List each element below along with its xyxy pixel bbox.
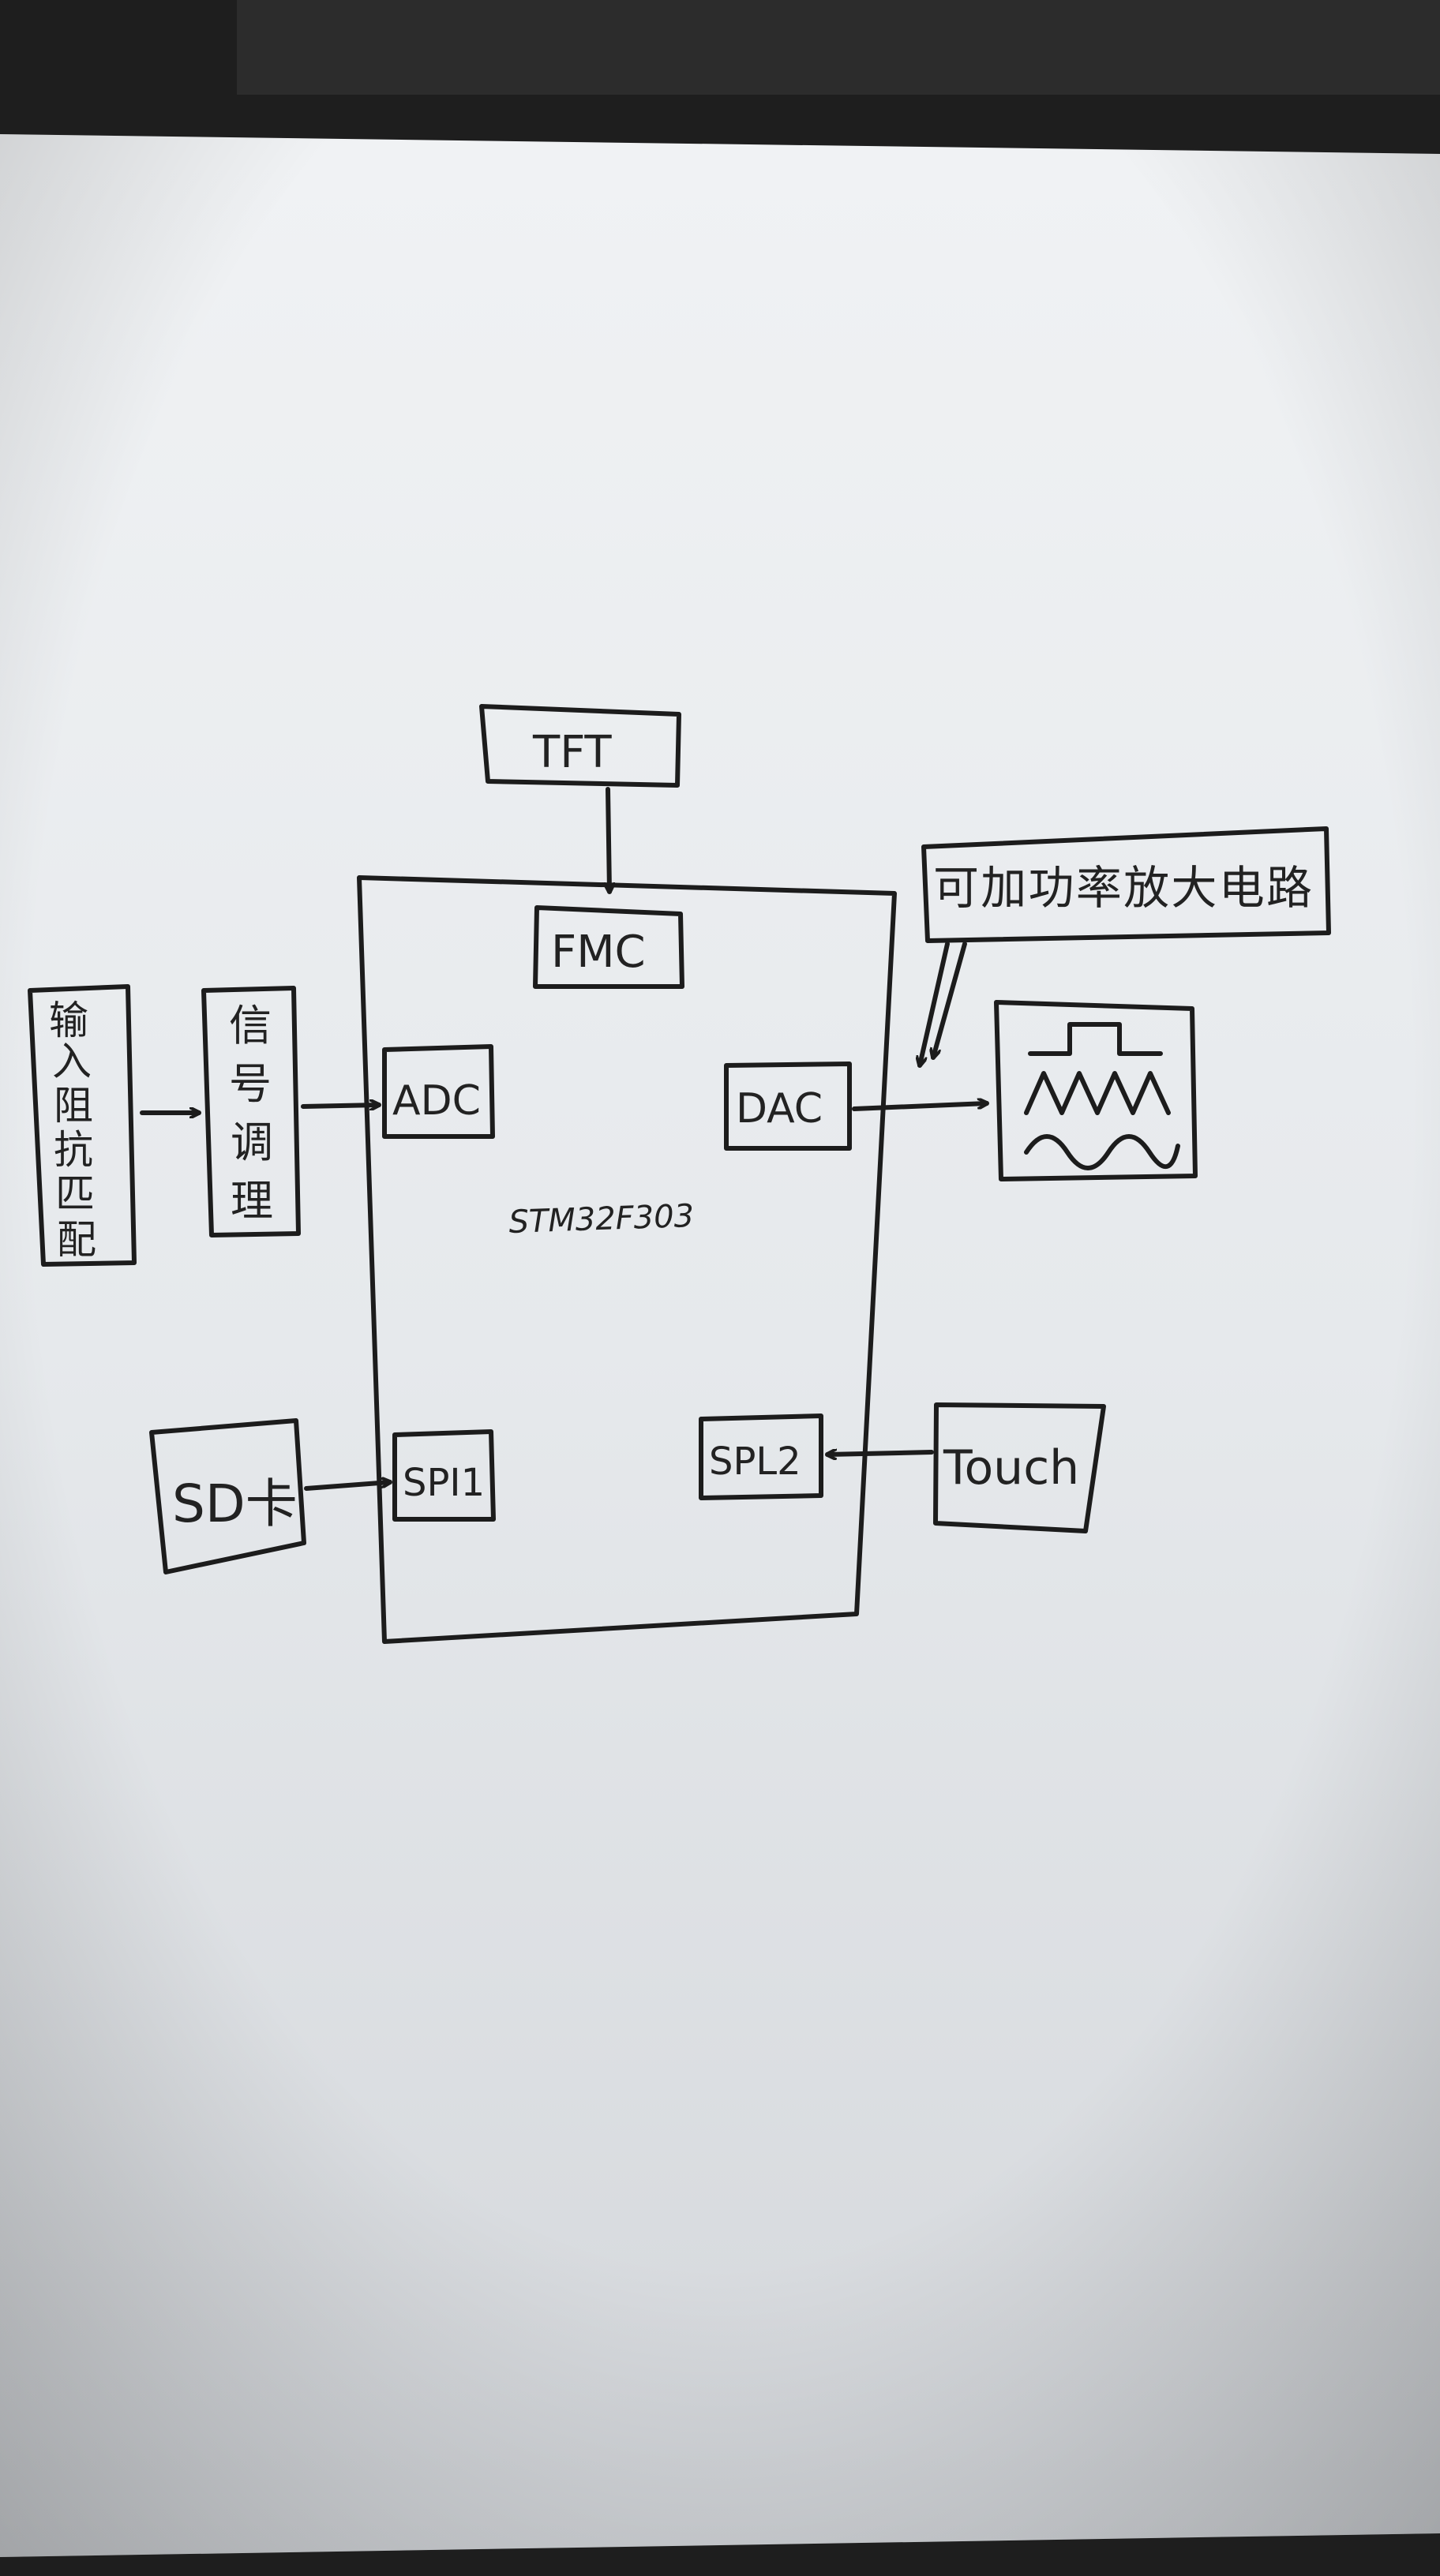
- signal-to-adc-arrow: [301, 1105, 381, 1106]
- impedance-char-4: 抗: [54, 1127, 93, 1173]
- fmc-box: [533, 905, 684, 989]
- signal-char-2: 号: [229, 1059, 272, 1109]
- dac-label: DAC: [736, 1085, 823, 1133]
- laptop-edge: [237, 0, 1440, 95]
- spi2-label: SPL2: [709, 1440, 801, 1484]
- tft-label: TFT: [532, 727, 612, 778]
- amp-label: 可加功率放大电路: [933, 861, 1312, 915]
- adc-label: ADC: [392, 1077, 481, 1125]
- sd-spi1-link: [304, 1482, 392, 1491]
- spi2-box: [699, 1413, 823, 1500]
- signal-box: [201, 986, 301, 1237]
- signal-char-1: 信: [229, 1001, 272, 1050]
- impedance-char-6: 配: [57, 1217, 96, 1263]
- signal-char-3: 调: [231, 1118, 273, 1167]
- mcu-label: STM32F303: [508, 1198, 695, 1241]
- amp-arrow-2: [933, 942, 967, 1058]
- impedance-char-3: 阻: [54, 1083, 93, 1129]
- dac-box: [724, 1061, 852, 1151]
- amp-arrow-1: [920, 942, 950, 1065]
- sine-wave: [1024, 1134, 1180, 1170]
- tft-to-fmc-arrow: [608, 787, 609, 894]
- spi1-box: [392, 1429, 496, 1522]
- impedance-char-2: 入: [52, 1039, 92, 1084]
- mcu-box: [357, 875, 897, 1644]
- adc-box: [382, 1044, 495, 1139]
- impedance-char-5: 匹: [55, 1171, 95, 1217]
- tft-box: [479, 704, 681, 788]
- impedance-char-1: 输: [49, 998, 88, 1043]
- signal-char-4: 理: [231, 1176, 273, 1226]
- fmc-label: FMC: [551, 927, 646, 978]
- sd-card-box: [149, 1418, 306, 1574]
- output-waveform-box: [994, 1000, 1198, 1181]
- impedance-box: [28, 984, 137, 1267]
- sawtooth-wave: [1024, 1071, 1171, 1115]
- touch-to-spi2-arrow: [825, 1452, 934, 1455]
- touch-box: [933, 1402, 1106, 1533]
- paper-shadow: [0, 134, 1440, 2557]
- dac-to-output-arrow: [852, 1103, 989, 1111]
- square-wave: [1028, 1022, 1163, 1056]
- sd-card-label: SD卡: [172, 1473, 298, 1534]
- amp-box: [921, 826, 1331, 943]
- spi1-label: SPI1: [403, 1461, 485, 1505]
- touch-label: Touch: [943, 1440, 1079, 1496]
